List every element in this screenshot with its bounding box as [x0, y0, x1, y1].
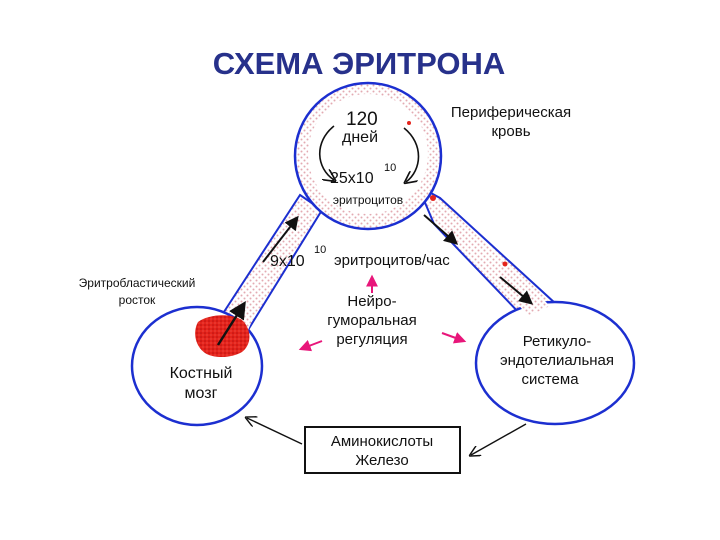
flow-rate-exponent: 10 — [314, 244, 326, 256]
res-to-nutrients-arrow — [471, 423, 527, 455]
peripheral-blood-label-1: Периферическая — [451, 104, 571, 121]
cycle-arrow-right — [404, 127, 420, 182]
blood-count-unit: эритроцитов — [333, 193, 403, 207]
nutrients-label-2: Железо — [355, 452, 408, 469]
bone-marrow-label-1: Костный — [170, 365, 233, 382]
peripheral-blood-inner — [308, 94, 428, 214]
flow-rate-base: 9х10 — [270, 253, 305, 270]
red-spot — [407, 121, 411, 125]
lifespan-unit: дней — [342, 129, 378, 146]
vessel-down-arrow-1 — [423, 214, 459, 245]
res-label-2: эндотелиальная — [500, 352, 614, 369]
red-spot — [430, 195, 436, 201]
marrow-to-blood-arrow — [216, 301, 246, 346]
vessel-up-arrow — [262, 215, 299, 263]
bone-marrow-label-2: мозг — [185, 385, 218, 402]
res-label-3: система — [521, 371, 579, 388]
regulation-arrow-left — [298, 339, 323, 352]
slide-title: СХЕМА ЭРИТРОНА — [213, 46, 506, 81]
regulation-arrow-right — [441, 332, 467, 344]
nutrients-to-marrow-arrow — [247, 418, 303, 445]
blood-count-base: 25х10 — [330, 170, 374, 187]
right-vessel-fill — [428, 200, 550, 316]
flow-rate-unit: эритроцитов/час — [334, 252, 450, 269]
red-spot — [502, 261, 508, 267]
nutrients-box — [304, 426, 461, 474]
regulation-label-3: регуляция — [336, 331, 407, 348]
nutrients-label-1: Аминокислоты — [331, 433, 433, 450]
lifespan-number: 120 — [346, 109, 378, 130]
res-circle — [474, 300, 636, 426]
cycle-arrow-left — [319, 125, 334, 180]
res-label-1: Ретикуло- — [523, 333, 592, 350]
left-vessel-fill — [240, 212, 316, 334]
erythroblastic-label-2: росток — [119, 293, 156, 307]
peripheral-blood-label-2: кровь — [491, 123, 530, 140]
vessel-down-arrow-2 — [499, 276, 534, 305]
erythroblastic-label-1: Эритробластический — [79, 276, 196, 290]
regulation-label-2: гуморальная — [327, 312, 416, 329]
regulation-label-1: Нейро- — [347, 293, 396, 310]
blood-count-exponent: 10 — [384, 162, 396, 174]
